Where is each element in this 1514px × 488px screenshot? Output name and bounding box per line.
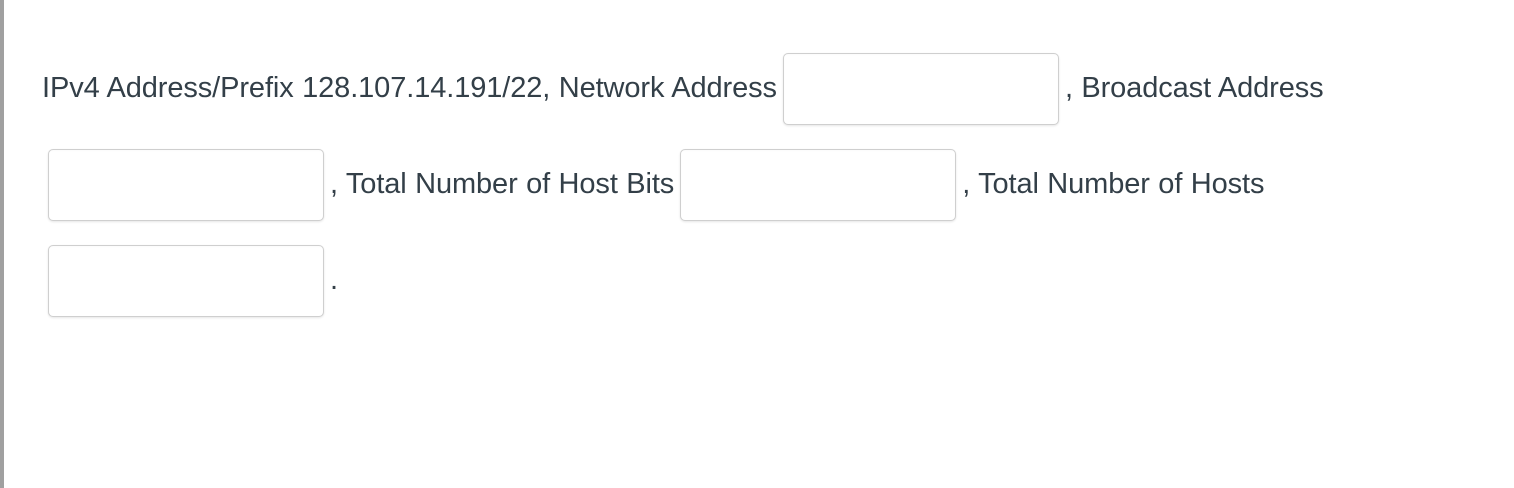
left-edge-rule — [0, 0, 4, 488]
network-address-input[interactable] — [782, 53, 1059, 126]
sentence-terminator: . — [330, 264, 338, 296]
question-body: IPv4 Address/Prefix 128.107.14.191/22, N… — [42, 40, 1472, 328]
broadcast-address-label: , Broadcast Address — [1064, 72, 1324, 104]
total-host-bits-input[interactable] — [680, 149, 957, 222]
total-hosts-input[interactable] — [48, 245, 324, 318]
broadcast-address-input[interactable] — [48, 149, 324, 222]
total-host-bits-label: , Total Number of Host Bits — [330, 168, 675, 200]
question-lead-text: IPv4 Address/Prefix 128.107.14.191/22, N… — [42, 72, 777, 104]
total-hosts-label: , Total Number of Hosts — [962, 168, 1265, 200]
